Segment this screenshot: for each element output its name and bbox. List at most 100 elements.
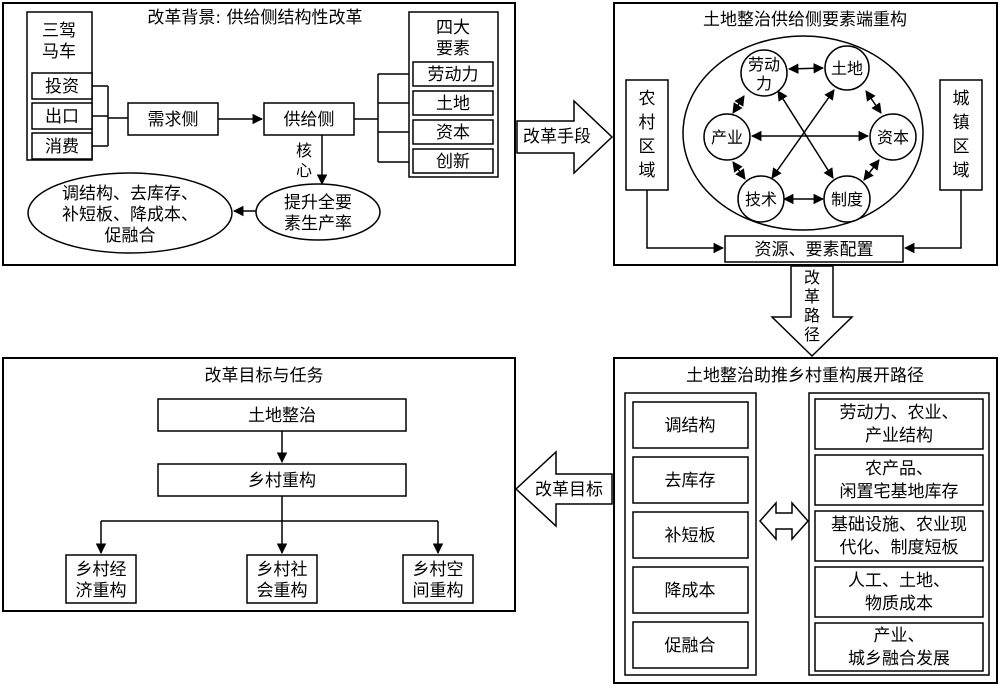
detail-box [814, 622, 984, 672]
tasks-line1: 调结构、去库存、 [62, 184, 198, 204]
demand-item-box [31, 72, 93, 100]
factor-box [412, 148, 494, 174]
node-tech [737, 175, 785, 223]
allocation-box [724, 235, 904, 263]
node-land-label: 土地 [831, 59, 863, 78]
detail-structure-line2: 产业结构 [865, 426, 933, 446]
block-arrow-right [516, 99, 614, 175]
urban-region-box [939, 79, 983, 191]
arrow-goal-label: 改革目标 [535, 480, 603, 500]
detail-box [814, 398, 984, 450]
rural-region-box [625, 79, 669, 191]
spatial-line2: 间重构 [413, 581, 464, 601]
detail-structure-line1: 劳动力、农业、 [840, 403, 959, 423]
node-system [823, 175, 871, 223]
tfp-label-line2: 素生产率 [284, 214, 352, 234]
urban-char: 域 [953, 161, 970, 181]
task-box [632, 621, 749, 669]
arrow-reform-path: 改 革 路 径 [770, 265, 854, 358]
land-consolidation-box [157, 398, 407, 432]
factor-innovation: 创新 [436, 152, 470, 172]
bracket-connector [354, 73, 413, 163]
task-integration: 促融合 [665, 636, 716, 656]
detail-gaps-line2: 代化、制度短板 [840, 538, 959, 558]
urban-char: 镇 [953, 113, 970, 133]
factor-links [732, 63, 882, 205]
node-system-label: 制度 [831, 190, 863, 209]
detail-integration-line1: 产业、 [874, 626, 925, 646]
node-labor-line1: 劳动 [748, 55, 780, 74]
node-land [824, 45, 870, 91]
block-arrow-down [770, 265, 854, 358]
node-labor [740, 49, 788, 97]
tfp-ellipse [255, 183, 381, 241]
troika-label-line2: 马车 [42, 42, 76, 62]
demand-item-box [31, 132, 93, 160]
demand-item-export: 出口 [45, 107, 79, 127]
four-factors-label-line1: 四大 [436, 18, 470, 38]
arrow-means-label: 改革手段 [523, 127, 591, 147]
task-reduce-cost: 降成本 [665, 581, 716, 601]
rural-char: 农 [639, 89, 656, 109]
panel-title: 土地整治助推乡村重构展开路径 [686, 366, 924, 386]
task-box [632, 511, 749, 559]
demand-side-label: 需求侧 [148, 110, 199, 130]
arrow-reform-means: 改革手段 [516, 99, 614, 175]
demand-item-consumption: 消费 [45, 137, 79, 157]
node-industry-label: 产业 [711, 128, 743, 147]
detail-stock-line1: 农产品、 [865, 459, 933, 479]
task-adjust-structure: 调结构 [665, 416, 716, 436]
spatial-restructuring-box [402, 554, 474, 604]
factor-labor: 劳动力 [428, 65, 479, 85]
core-label-line1: 核 [296, 141, 312, 160]
arrow-rural-to-allocation [646, 190, 725, 254]
detail-box [814, 566, 984, 618]
core-label-line2: 心 [296, 161, 312, 180]
node-labor-line2: 力 [756, 74, 772, 93]
tasks-line3: 促融合 [105, 226, 156, 246]
economic-line2: 济重构 [76, 581, 127, 601]
arrow-path-char: 改 [804, 268, 820, 287]
rural-restructuring-label: 乡村重构 [248, 471, 316, 491]
social-line2: 会重构 [257, 581, 308, 601]
panel-expansion-path: 土地整治助推乡村重构展开路径 调结构 去库存 补短板 降成本 促融合 劳动力、农… [613, 357, 998, 684]
bracket-connector [92, 85, 128, 147]
economic-line1: 乡村经 [76, 560, 127, 580]
task-box [632, 566, 749, 614]
demand-side-box [127, 102, 219, 136]
node-capital-label: 资本 [877, 128, 909, 147]
arrow-reform-goal: 改革目标 [514, 450, 613, 528]
panel-reform-background: 改革背景: 供给侧结构性改革 三驾 马车 投资 出口 消费 需求侧 供给侧 四大… [2, 2, 516, 266]
double-arrow-icon [758, 501, 810, 541]
node-industry [703, 113, 751, 161]
rural-char: 区 [639, 137, 656, 157]
social-restructuring-box [246, 554, 318, 604]
supply-side-label: 供给侧 [284, 110, 335, 130]
tasks-line2: 补短板、降成本、 [62, 205, 198, 225]
factor-capital: 资本 [436, 123, 470, 143]
arrow-path-char: 径 [804, 325, 820, 344]
panel-goals-tasks: 改革目标与任务 土地整治 乡村重构 乡村经 济重构 乡村社 会重构 乡村空 间重… [2, 357, 516, 612]
spatial-line1: 乡村空 [413, 560, 464, 580]
four-factors-label-line2: 要素 [436, 39, 470, 59]
factor-land: 土地 [436, 94, 470, 114]
detail-box [814, 454, 984, 506]
arrow-urban-to-allocation [903, 190, 962, 254]
task-fill-gaps: 补短板 [665, 526, 716, 546]
allocation-label: 资源、要素配置 [755, 240, 874, 260]
node-tech-label: 技术 [745, 190, 777, 209]
troika-label-line1: 三驾 [42, 21, 76, 41]
factor-box [412, 119, 494, 145]
panel-factor-restructuring: 土地整治供给侧要素端重构 农 村 区 域 城 镇 区 域 劳动 力 土地 [613, 2, 998, 266]
supply-side-box [263, 102, 355, 136]
branch-connector [101, 496, 438, 522]
rural-char: 域 [639, 161, 656, 181]
urban-char: 区 [953, 137, 970, 157]
task-box [632, 401, 749, 449]
task-destock: 去库存 [665, 471, 716, 491]
tfp-label-line1: 提升全要 [284, 193, 352, 213]
detail-cost-line1: 人工、土地、 [848, 571, 950, 591]
detail-box [814, 510, 984, 562]
detail-gaps-line1: 基础设施、农业现 [831, 515, 967, 535]
